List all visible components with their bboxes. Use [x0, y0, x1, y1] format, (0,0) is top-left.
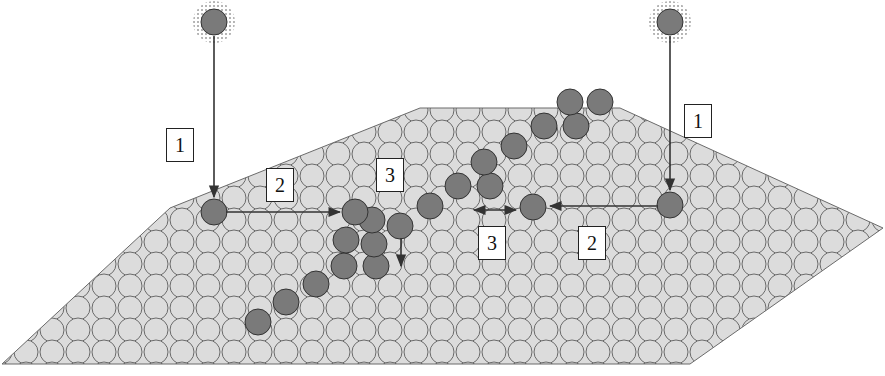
- callout-number: 1: [166, 128, 194, 162]
- callout-number: 3: [376, 158, 404, 192]
- callout-number: 2: [266, 168, 294, 202]
- callout-number: 2: [578, 226, 606, 260]
- callout-number: 1: [684, 104, 712, 138]
- callout-number: 3: [478, 226, 506, 260]
